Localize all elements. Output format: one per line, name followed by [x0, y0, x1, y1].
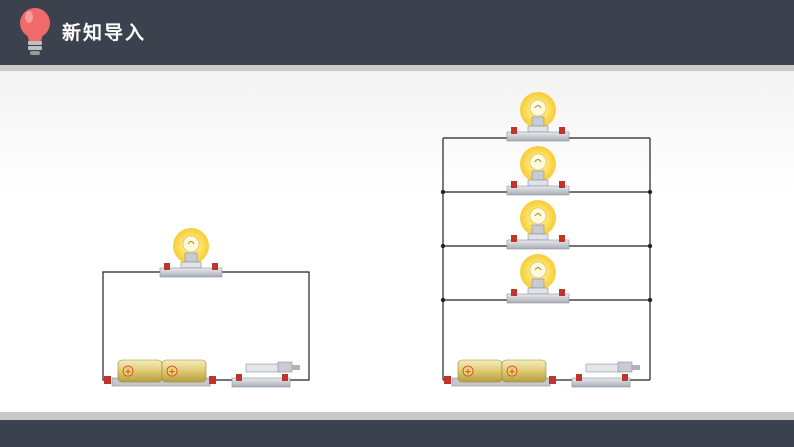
- lightbulb: [506, 145, 570, 196]
- lightbulb: [159, 227, 223, 278]
- switch: [571, 361, 641, 388]
- single-bulb-circuit: [102, 227, 310, 388]
- header-divider: [0, 65, 794, 71]
- lightbulb: [506, 199, 570, 250]
- slide-body: [0, 71, 794, 416]
- footer-divider: [0, 412, 794, 420]
- footer-bar: [0, 420, 794, 447]
- lightbulb: [506, 253, 570, 304]
- battery-pack: [443, 359, 557, 387]
- page-title: 新知导入: [62, 22, 147, 44]
- lightbulb: [506, 91, 570, 142]
- lightbulb-icon: [20, 8, 50, 55]
- junction-dots: [440, 189, 653, 303]
- battery-pack: [103, 359, 217, 387]
- header-bar: [0, 0, 794, 65]
- parallel-four-bulb-circuit: [440, 91, 653, 388]
- switch: [231, 361, 301, 388]
